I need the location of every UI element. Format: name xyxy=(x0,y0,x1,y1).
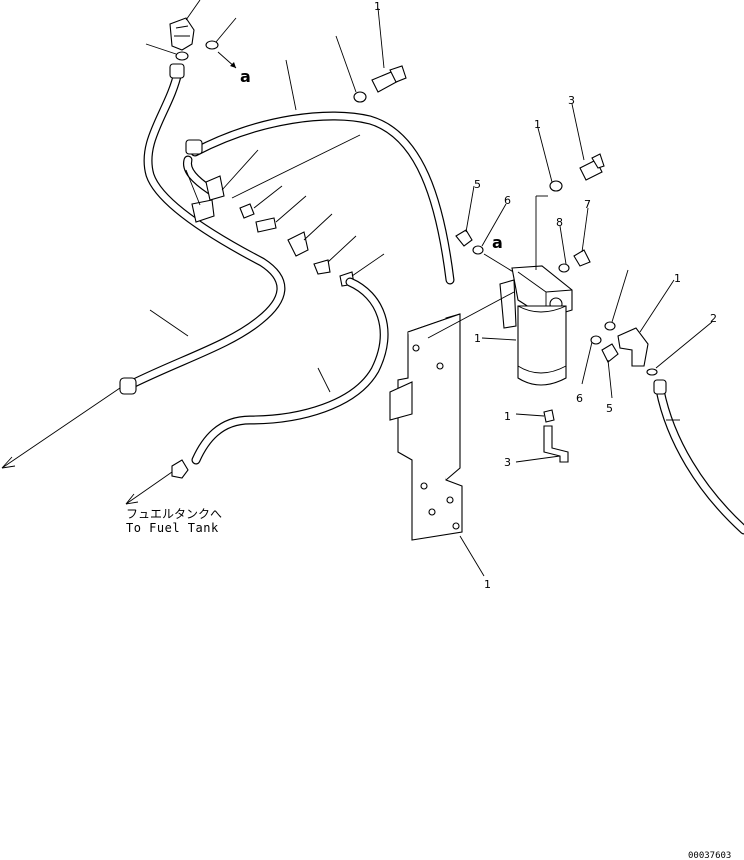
nipple xyxy=(543,409,555,423)
feed-hose-right xyxy=(653,379,744,535)
top-elbow-fitting xyxy=(169,17,219,51)
callout-plug-lower: 5 xyxy=(606,402,613,415)
inlet-hose-upper xyxy=(190,111,455,285)
o-ring-8 xyxy=(558,263,570,273)
o-ring-right xyxy=(646,368,658,376)
outlet-hose xyxy=(119,63,286,395)
callout-o-ring-a: 6 xyxy=(504,194,511,207)
small-fitting-2 xyxy=(255,217,277,233)
drawing-code: 00037603 xyxy=(688,851,731,860)
cap-left xyxy=(455,229,473,247)
callout-nipple: 1 xyxy=(504,410,511,423)
small-fitting-1 xyxy=(239,203,255,219)
washer-right xyxy=(549,180,563,192)
callout-o-ring-right: 2 xyxy=(710,312,717,325)
callout-bolt-top: 1 xyxy=(374,0,381,13)
plug-right xyxy=(573,249,591,267)
callout-tube: 3 xyxy=(504,456,511,469)
callout-elbow-right: 1 xyxy=(674,272,681,285)
detail-a-label-filter: a xyxy=(492,233,503,252)
callout-o-ring-lower: 6 xyxy=(576,392,583,405)
filter-cartridge xyxy=(517,305,567,386)
callout-bolt-right: 3 xyxy=(568,94,575,107)
o-ring-6 xyxy=(472,245,484,255)
callout-bracket: 1 xyxy=(484,578,491,591)
mounting-bracket xyxy=(389,313,463,541)
callout-cap-left: 5 xyxy=(474,178,481,191)
small-fitting-4 xyxy=(313,259,331,275)
bolt-right xyxy=(579,153,605,181)
return-hose xyxy=(191,277,389,465)
detail-a-label-top: a xyxy=(240,67,251,86)
hose-clamp-upper xyxy=(185,139,225,201)
tube xyxy=(543,425,569,463)
small-fitting-3 xyxy=(287,231,309,257)
destination-en-label: To Fuel Tank xyxy=(126,521,219,535)
callout-o-ring-b: 8 xyxy=(556,216,563,229)
o-ring-lower-2 xyxy=(604,321,616,331)
bolt-top xyxy=(371,65,407,93)
plug-lower xyxy=(601,343,619,363)
callout-plug-right: 7 xyxy=(584,198,591,211)
callout-washer-right: 1 xyxy=(534,118,541,131)
destination-jp-label: フュエルタンクへ xyxy=(126,507,222,521)
elbow-right xyxy=(617,327,649,367)
tank-nut xyxy=(171,459,189,479)
top-a-arrow xyxy=(217,51,237,69)
inlet-hose-lower xyxy=(183,155,215,195)
filter-head xyxy=(499,265,573,329)
top-o-ring xyxy=(175,51,189,61)
hose-clamp-middle xyxy=(191,199,215,223)
callout-filter-body: 1 xyxy=(474,332,481,345)
washer-top xyxy=(353,91,367,103)
o-ring-lower xyxy=(590,335,602,345)
